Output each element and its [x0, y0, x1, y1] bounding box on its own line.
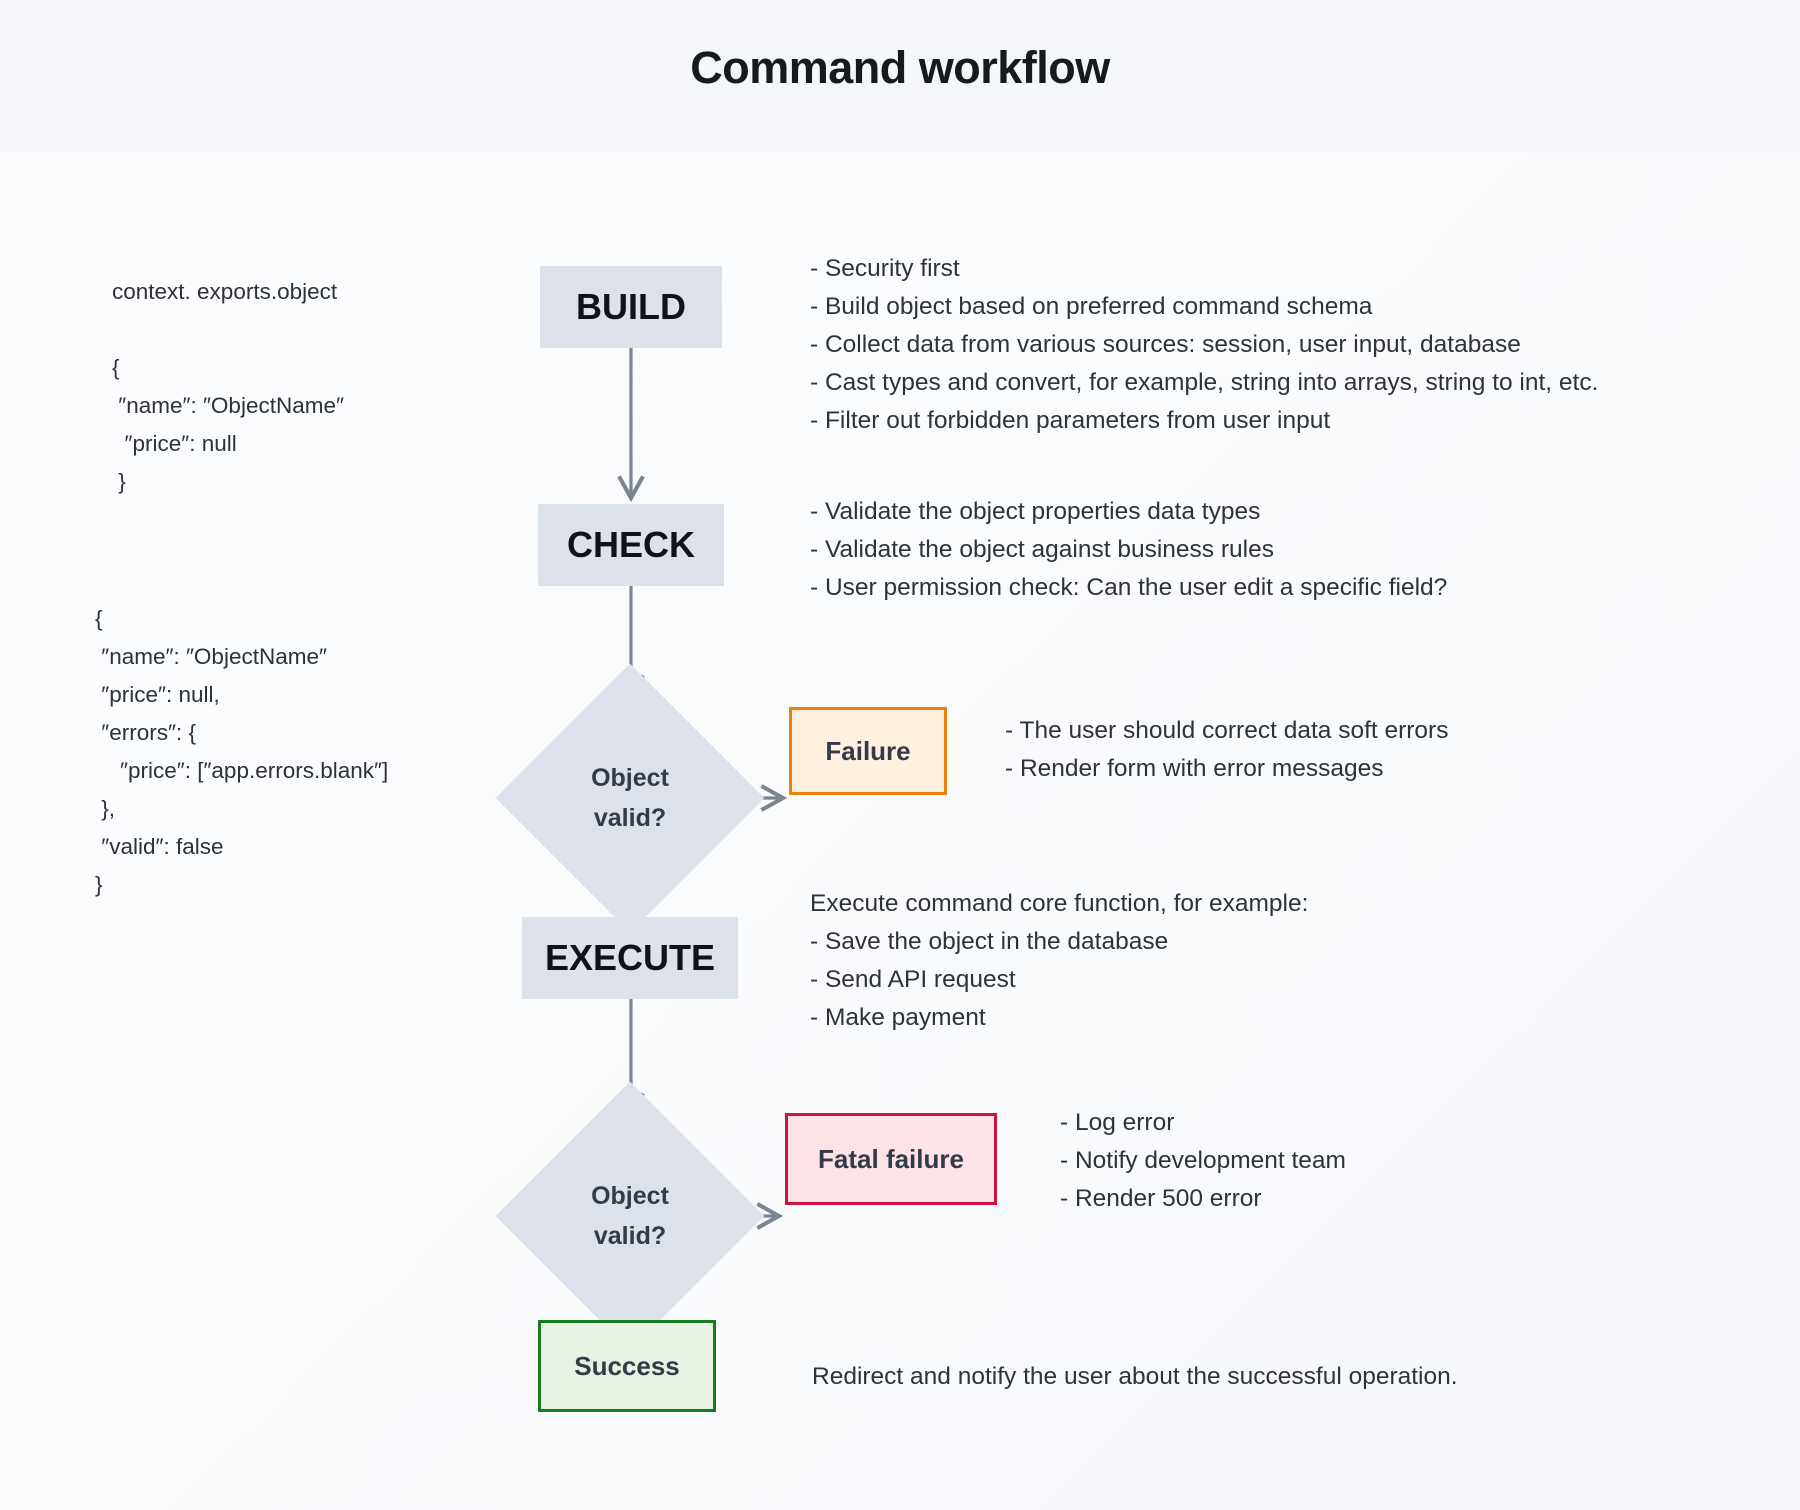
- annotation-line: - Render 500 error: [1060, 1185, 1262, 1212]
- annotation-line: - Send API request: [810, 966, 1016, 993]
- annotation-execute: Execute command core function, for examp…: [810, 885, 1308, 1037]
- flow-node-failure[interactable]: Failure: [789, 707, 947, 795]
- diamond-label-line-2: valid?: [593, 1222, 667, 1250]
- flow-node-check[interactable]: CHECK: [538, 504, 724, 586]
- code-line: ″price″: [″app.errors.blank″]: [95, 758, 389, 783]
- annotation-line: - Collect data from various sources: ses…: [810, 331, 1521, 358]
- diamond-label-line-2: valid?: [593, 804, 667, 832]
- annotation-success: Redirect and notify the user about the s…: [812, 1358, 1458, 1396]
- code-line: {: [112, 355, 120, 380]
- annotation-line: - Validate the object against business r…: [810, 536, 1274, 563]
- annotation-line: - Save the object in the database: [810, 928, 1169, 955]
- annotation-line: - Cast types and convert, for example, s…: [810, 369, 1599, 396]
- code-line: context. exports.object: [112, 279, 338, 304]
- diamond-label-line-1: Object: [591, 764, 669, 792]
- code-line: ″price″: null,: [95, 682, 220, 707]
- code-block-validation-result-object: { ″name″: ″ObjectName″ ″price″: null, ″e…: [95, 600, 388, 904]
- code-block-context-exports-object: context. exports.object { ″name″: ″Objec…: [112, 273, 344, 501]
- flow-decision-object-valid-1[interactable]: Object valid?: [495, 663, 765, 933]
- annotation-line: - Log error: [1060, 1109, 1175, 1136]
- flow-node-fatal-failure[interactable]: Fatal failure: [785, 1113, 997, 1205]
- code-line: },: [95, 796, 116, 821]
- flow-node-success[interactable]: Success: [538, 1320, 716, 1412]
- diamond-label-line-1: Object: [591, 1182, 669, 1210]
- code-line: ″valid″: false: [95, 834, 224, 859]
- annotation-line: - The user should correct data soft erro…: [1005, 717, 1449, 744]
- annotation-line: Redirect and notify the user about the s…: [812, 1363, 1458, 1390]
- annotation-fatal-failure: - Log error - Notify development team - Re…: [1060, 1104, 1346, 1218]
- code-line: ″name″: ″ObjectName″: [95, 644, 327, 669]
- code-line: {: [95, 606, 103, 631]
- code-line: ″name″: ″ObjectName″: [112, 393, 344, 418]
- code-line: ″price″: null: [112, 431, 237, 456]
- annotation-line: - Security first: [810, 255, 960, 282]
- annotation-line: - Filter out forbidden parameters from u…: [810, 407, 1331, 434]
- annotation-line: - Render form with error messages: [1005, 755, 1384, 782]
- annotation-build: - Security first - Build object based on …: [810, 250, 1598, 440]
- code-line: ″errors″: {: [95, 720, 196, 745]
- annotation-line: Execute command core function, for examp…: [810, 890, 1309, 917]
- diamond-label: Object valid?: [535, 1121, 725, 1311]
- annotation-line: - Validate the object properties data ty…: [810, 498, 1261, 525]
- diamond-label: Object valid?: [535, 703, 725, 893]
- code-line: [112, 311, 344, 349]
- flow-decision-object-valid-2[interactable]: Object valid?: [495, 1081, 765, 1351]
- flow-node-build[interactable]: BUILD: [540, 266, 722, 348]
- annotation-check: - Validate the object properties data ty…: [810, 493, 1447, 607]
- annotation-line: - Build object based on preferred comman…: [810, 293, 1373, 320]
- diagram-body-background: [0, 152, 1800, 1510]
- annotation-line: - Make payment: [810, 1004, 986, 1031]
- header-band: [0, 0, 1800, 152]
- annotation-failure: - The user should correct data soft erro…: [1005, 712, 1448, 788]
- code-line: }: [95, 872, 103, 897]
- flow-node-execute[interactable]: EXECUTE: [522, 917, 738, 999]
- page-title: Command workflow: [690, 42, 1110, 93]
- code-line: }: [112, 469, 126, 494]
- annotation-line: - Notify development team: [1060, 1147, 1346, 1174]
- annotation-line: - User permission check: Can the user ed…: [810, 574, 1448, 601]
